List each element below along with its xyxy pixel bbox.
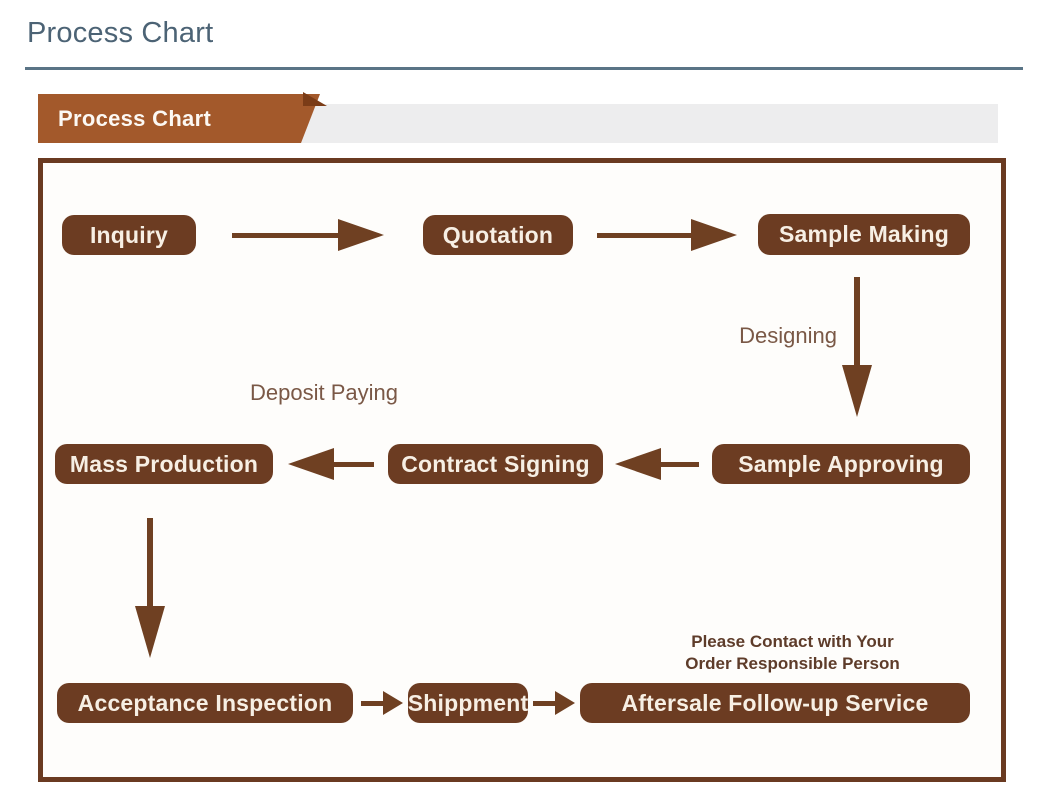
node-contract-signing: Contract Signing [388,444,603,484]
arrow-down-icon [854,277,860,369]
edge-label-deposit-paying: Deposit Paying [250,380,398,405]
arrow-right-icon [597,233,695,238]
section-ribbon-label: Process Chart [58,106,212,131]
node-aftersale-follow-up-service: Aftersale Follow-up Service [580,683,970,723]
node-quotation: Quotation [423,215,573,255]
page-title: Process Chart [27,17,214,49]
node-sample-making: Sample Making [758,214,970,255]
node-acceptance-inspection: Acceptance Inspection [57,683,353,723]
node-sample-approving: Sample Approving [712,444,970,484]
section-ribbon [38,94,320,143]
node-inquiry: Inquiry [62,215,196,255]
edge-label-designing: Designing [739,323,837,348]
node-shippment: Shippment [408,683,528,723]
arrow-left-icon [657,462,699,467]
arrow-left-icon [330,462,374,467]
contact-note: Please Contact with Your Order Responsib… [640,631,945,675]
arrow-right-icon [361,701,387,706]
contact-note-line2: Order Responsible Person [685,654,900,673]
arrow-right-icon [533,701,559,706]
arrow-down-icon [147,518,153,610]
title-underline [25,67,1023,70]
contact-note-line1: Please Contact with Your [691,632,894,651]
arrow-right-icon [232,233,342,238]
node-mass-production: Mass Production [55,444,273,484]
